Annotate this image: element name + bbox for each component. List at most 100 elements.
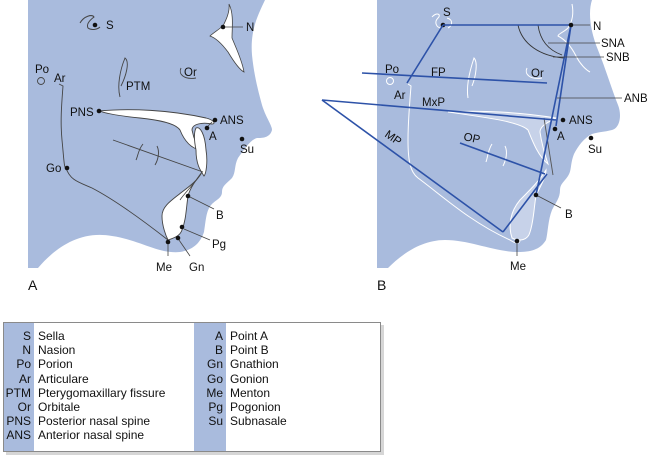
panel-a: S N Po Ar PTM Or PNS ANS A Su Go B Pg Me… xyxy=(28,0,272,293)
mp-mandibular-plane xyxy=(321,99,504,233)
mandible-trace-b xyxy=(407,83,521,244)
landmark-dot-ans xyxy=(212,117,218,123)
legend-name: Sella xyxy=(38,329,65,343)
legend-abbr: ANS xyxy=(6,428,31,443)
label-b-fp: FP xyxy=(431,67,446,79)
label-b-mxp: MxP xyxy=(422,97,445,109)
label-a-po: Po xyxy=(35,64,49,76)
label-b-ar: Ar xyxy=(394,90,406,102)
legend-abbr: Me xyxy=(206,385,223,400)
legend-col1-names: Sella Nasion Porion Articulare Pterygoma… xyxy=(34,323,194,451)
legend-abbr: A xyxy=(214,329,223,343)
landmark-dot-me xyxy=(165,239,171,245)
legend-name: Subnasale xyxy=(230,414,287,429)
label-a-gn: Gn xyxy=(189,262,204,274)
s-ar-line xyxy=(406,24,444,84)
landmark-dot-pg xyxy=(179,224,185,230)
landmark-dot-su xyxy=(239,136,245,142)
cephalometric-figure: S N Po Ar PTM Or PNS ANS A Su Go B Pg Me… xyxy=(28,0,648,293)
landmark-dot-gn xyxy=(175,235,181,241)
mxp-plane-1 xyxy=(321,99,557,121)
legend-col2-names: Point A Point B Gnathion Gonion Menton P… xyxy=(226,323,287,451)
legend-name: Nasion xyxy=(38,343,76,358)
landmark-dot-ans-b xyxy=(560,117,566,123)
label-a-n: N xyxy=(246,22,254,34)
face-profile-b xyxy=(377,0,620,268)
label-b-op: OP xyxy=(462,131,481,146)
leader-pg xyxy=(183,228,211,241)
label-b-ans: ANS xyxy=(569,115,593,127)
legend-abbr: Pg xyxy=(208,399,223,414)
legend-name: Pogonion xyxy=(230,399,281,414)
palate-b xyxy=(447,110,558,166)
label-a-su: Su xyxy=(240,144,254,156)
landmark-dot-s xyxy=(92,22,98,28)
molar-trace-a xyxy=(135,143,159,166)
legend-name: Point B xyxy=(230,343,269,358)
landmark-dot-pns xyxy=(96,108,102,114)
face-profile-a xyxy=(28,0,272,268)
panel-b: S N Po Ar Or ANS A Su B Me FP MxP OP MP … xyxy=(321,0,648,293)
leader-ans xyxy=(207,121,213,127)
legend-abbr: PTM xyxy=(5,385,31,400)
nb-line xyxy=(535,24,572,196)
label-a-b: B xyxy=(216,210,224,222)
sella-turcica-b xyxy=(431,13,453,29)
legend-name: Orbitale xyxy=(38,399,81,414)
label-b-b: B xyxy=(565,209,573,221)
label-b-su: Su xyxy=(588,144,602,156)
label-a-s: S xyxy=(106,20,114,32)
landmark-dot-go xyxy=(64,165,70,171)
nasal-bone-b xyxy=(557,3,591,73)
legend-abbr: S xyxy=(22,329,31,343)
label-b-a: A xyxy=(557,131,565,143)
label-a-go: Go xyxy=(46,163,61,175)
legend-name: Gonion xyxy=(230,371,269,386)
landmark-dot-a xyxy=(204,125,210,131)
legend-name: Posterior nasal spine xyxy=(38,414,151,429)
legend-name: Menton xyxy=(230,385,271,400)
leader-gn xyxy=(178,239,191,257)
landmark-dot-b xyxy=(185,193,191,199)
legend-col1-abbrs: S N Po Ar PTM Or PNS ANS xyxy=(4,323,34,451)
legend-name: Point A xyxy=(230,329,269,343)
landmark-dot-su-b xyxy=(588,135,594,141)
legend-abbr: PNS xyxy=(6,414,31,429)
lower-incisor-a xyxy=(179,177,199,201)
leader-b xyxy=(189,196,215,210)
na-line xyxy=(555,24,572,127)
legend-abbr: Po xyxy=(16,357,31,372)
legend-name: Articulare xyxy=(38,371,89,386)
label-a-ar: Ar xyxy=(54,73,66,85)
legend-abbr: Or xyxy=(17,399,31,414)
orbit-a xyxy=(179,67,197,79)
label-b-po: Po xyxy=(385,64,399,76)
mp-to-b-line xyxy=(502,173,548,233)
fp-frankfort-plane xyxy=(361,72,548,84)
label-a-or: Or xyxy=(184,67,197,79)
landmark-dot-n xyxy=(220,24,226,30)
legend-abbr: Su xyxy=(208,414,223,429)
label-b-snb: SNB xyxy=(606,52,630,64)
label-a-ptm: PTM xyxy=(126,81,150,93)
op-occlusal-plane xyxy=(459,142,546,175)
snb-arc xyxy=(537,24,563,56)
label-b-n: N xyxy=(593,21,601,33)
porion-a xyxy=(37,77,45,85)
orbit-b xyxy=(525,67,543,79)
landmark-legend: S N Po Ar PTM Or PNS ANS Sella Nasion Po… xyxy=(3,322,381,452)
porion-b xyxy=(386,77,394,85)
label-a-pns: PNS xyxy=(70,107,94,119)
legend-name: Anterior nasal spine xyxy=(38,428,145,443)
landmark-dot-me-b xyxy=(514,238,520,244)
legend-abbr: Ar xyxy=(19,371,31,386)
label-b-or: Or xyxy=(531,68,544,80)
label-b-anb: ANB xyxy=(624,93,648,105)
landmark-dot-n-b xyxy=(568,22,574,28)
legend-name: Pterygomaxillary fissure xyxy=(38,385,166,400)
label-a-me: Me xyxy=(156,262,172,274)
legend-name: Gnathion xyxy=(230,357,279,372)
label-a-ans: ANS xyxy=(220,115,244,127)
legend-abbr: Gn xyxy=(206,357,223,372)
leader-b-b xyxy=(537,195,562,209)
